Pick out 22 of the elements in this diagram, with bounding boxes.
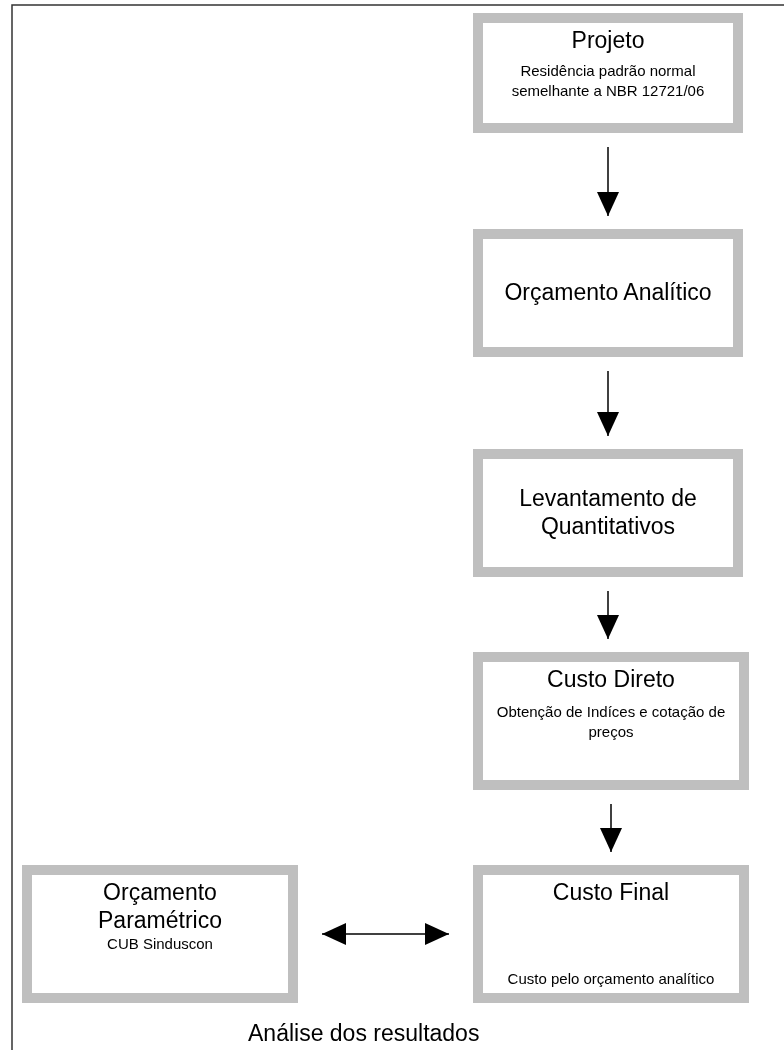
process-box [22, 865, 298, 1003]
box-title: Orçamento Analítico [504, 279, 712, 307]
box-title: Custo Direto [547, 666, 675, 694]
double-arrow [321, 923, 450, 945]
box-title: Custo Final [552, 879, 670, 907]
process-box [473, 13, 743, 133]
box-description: Residência padrão normal semelhante a NBR 12721/06 [510, 60, 706, 101]
process-box [473, 652, 749, 790]
box-title: Levantamento de Quantitativos [518, 485, 698, 541]
arrow [597, 370, 619, 437]
process-box [473, 449, 743, 577]
process-box [473, 229, 743, 357]
process-box [473, 865, 749, 1003]
box-title: Projeto [571, 27, 645, 55]
arrow [600, 803, 622, 853]
arrow [597, 590, 619, 640]
box-description: Obtenção de Indíces e cotação de preços [495, 701, 727, 742]
box-description: CUB Sinduscon [107, 934, 213, 955]
box-description: Custo pelo orçamento analítico [507, 968, 715, 989]
arrow [597, 146, 619, 217]
box-title: Orçamento Paramétrico [97, 879, 223, 935]
footer-caption: Análise dos resultados [248, 1020, 480, 1047]
